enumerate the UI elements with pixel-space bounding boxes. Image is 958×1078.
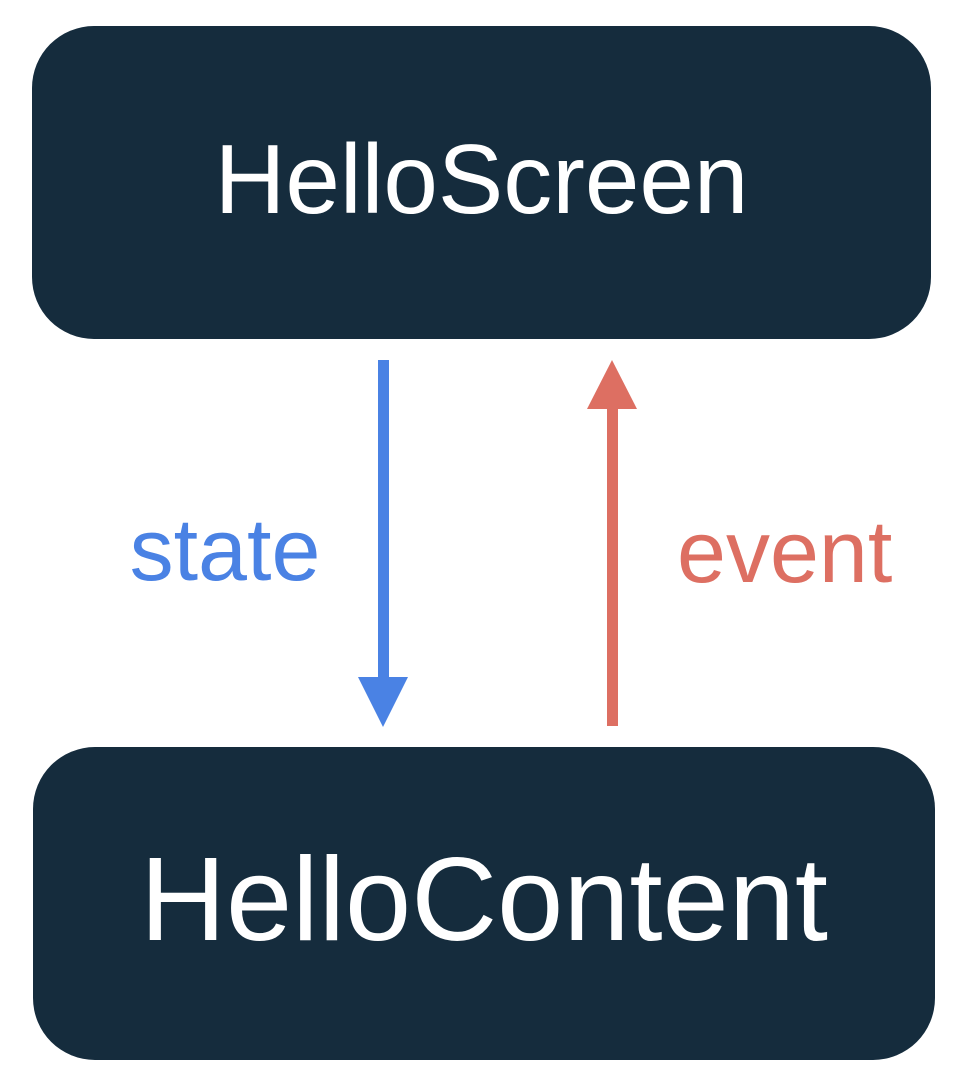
event-arrowhead-up-icon: [587, 360, 637, 409]
state-arrow-shaft: [378, 360, 389, 682]
event-edge-label: event: [677, 502, 893, 601]
event-arrow-shaft: [607, 406, 618, 726]
node-hello-screen-label: HelloScreen: [214, 123, 749, 234]
state-edge-label: state: [129, 500, 321, 599]
node-hello-content-label: HelloContent: [140, 833, 828, 966]
node-hello-content: HelloContent: [33, 747, 935, 1060]
state-arrowhead-down-icon: [358, 677, 408, 727]
node-hello-screen: HelloScreen: [32, 26, 931, 339]
